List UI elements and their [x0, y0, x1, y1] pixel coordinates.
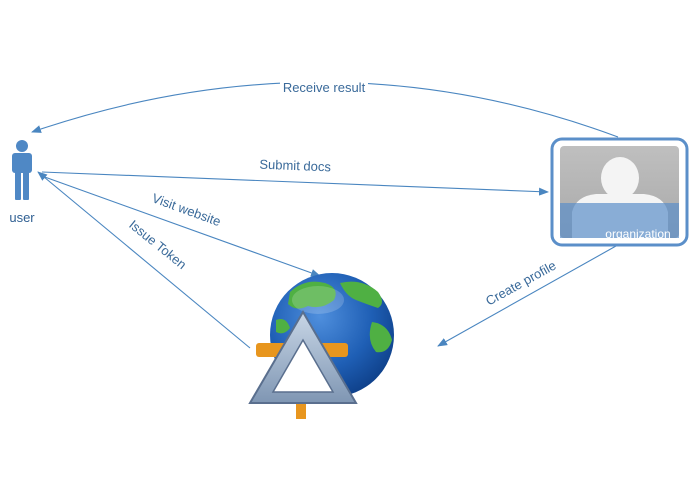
receive-result-label: Receive result [283, 80, 366, 95]
visit-website-arrow [41, 175, 321, 277]
create-profile-arrow [437, 245, 617, 347]
issue-token-arrow [37, 171, 251, 349]
organization-node[interactable]: organization [550, 137, 689, 247]
triangle-beacon-icon [248, 310, 358, 419]
submit-docs-arrow [41, 171, 549, 196]
website-node[interactable] [248, 273, 394, 419]
visit-website-label: Visit website [150, 190, 223, 229]
person-icon [12, 140, 32, 200]
user-label: user [9, 210, 35, 225]
user-node[interactable]: user [9, 140, 35, 225]
receive-result-label-bg [280, 80, 368, 96]
submit-docs-label: Submit docs [259, 157, 332, 175]
organization-label: organization [605, 227, 670, 241]
create-profile-label: Create profile [483, 258, 559, 309]
organization-caption-band [560, 203, 679, 238]
